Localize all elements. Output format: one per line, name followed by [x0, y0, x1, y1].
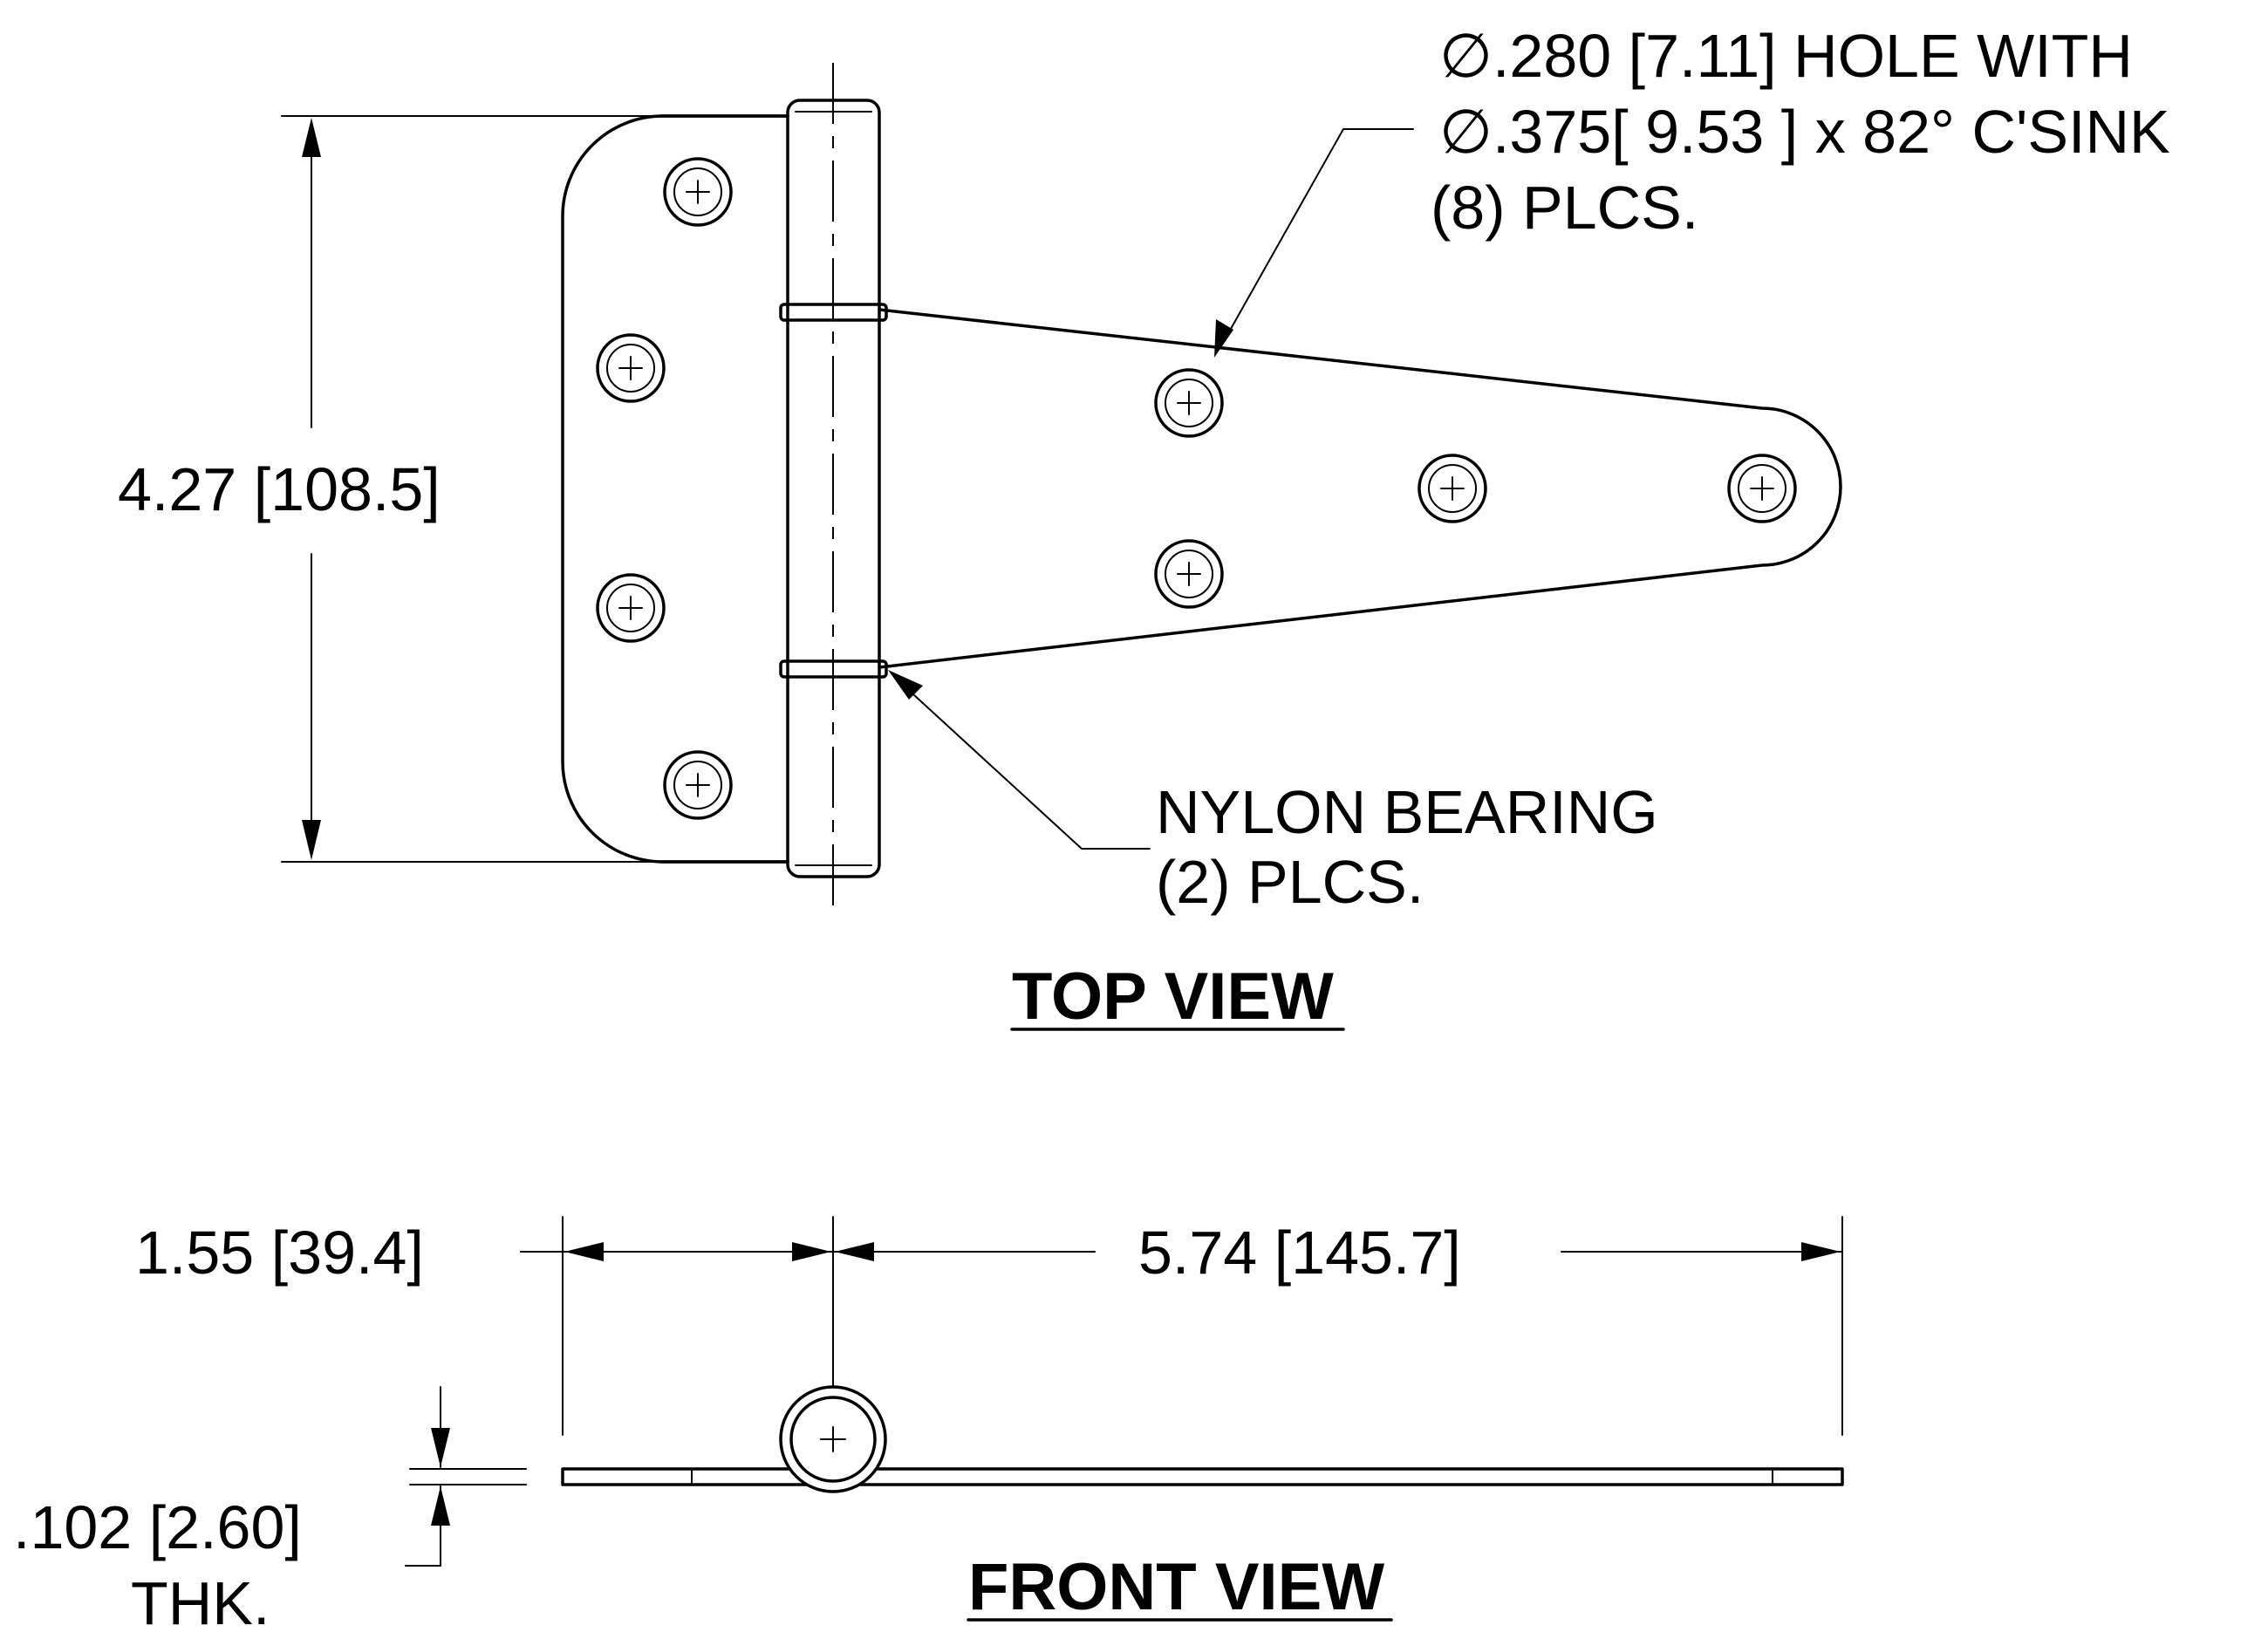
length-dimension-label: 5.74 [145.7]: [1138, 1219, 1461, 1287]
front-view: 1.55 [39.4] 5.74 [145.7] .102 [2.60] THK…: [13, 1216, 1844, 1637]
front-leaf-plate: [561, 1467, 1844, 1486]
countersunk-hole: [1154, 539, 1224, 609]
length-dimension: 5.74 [145.7]: [832, 1219, 1843, 1287]
hole-callout-line1: ∅.280 [7.11] HOLE WITH: [1439, 22, 2133, 90]
thickness-dimension: .102 [2.60] THK.: [13, 1386, 527, 1637]
front-knuckle: [779, 1385, 887, 1493]
countersunk-hole: [1727, 454, 1797, 523]
countersunk-hole: [663, 750, 733, 820]
square-leaf: [561, 114, 789, 864]
countersunk-hole: [596, 333, 666, 403]
countersunk-hole: [663, 157, 733, 227]
countersunk-hole: [1154, 368, 1224, 438]
pin-offset-dimension: 1.55 [39.4]: [135, 1219, 834, 1287]
hole-callout-line2: ∅.375[ 9.53 ] x 82° C'SINK: [1439, 98, 2170, 166]
thickness-suffix: THK.: [131, 1569, 270, 1637]
top-view-title: TOP VIEW: [1012, 959, 1334, 1034]
bearing-callout: NYLON BEARING (2) PLCS.: [888, 670, 1658, 916]
countersunk-hole: [596, 573, 666, 643]
hole-callout: ∅.280 [7.11] HOLE WITH ∅.375[ 9.53 ] x 8…: [1214, 22, 2170, 358]
hole-callout-line3: (8) PLCS.: [1431, 174, 1698, 242]
thickness-dimension-label: .102 [2.60]: [13, 1493, 302, 1561]
strap-leaf: [878, 308, 1842, 669]
pin-offset-label: 1.55 [39.4]: [135, 1219, 424, 1287]
height-dimension-label: 4.27 [108.5]: [118, 455, 441, 523]
bearing-callout-line2: (2) PLCS.: [1156, 848, 1424, 916]
top-view: 4.27 [108.5] ∅.280 [7.11] HOLE WITH ∅.37…: [118, 22, 2170, 1034]
front-view-title: FRONT VIEW: [968, 1550, 1384, 1624]
countersunk-hole: [1418, 454, 1487, 523]
height-dimension: 4.27 [108.5]: [118, 115, 661, 863]
holes: [596, 157, 1797, 820]
bearing-callout-line1: NYLON BEARING: [1156, 778, 1658, 846]
